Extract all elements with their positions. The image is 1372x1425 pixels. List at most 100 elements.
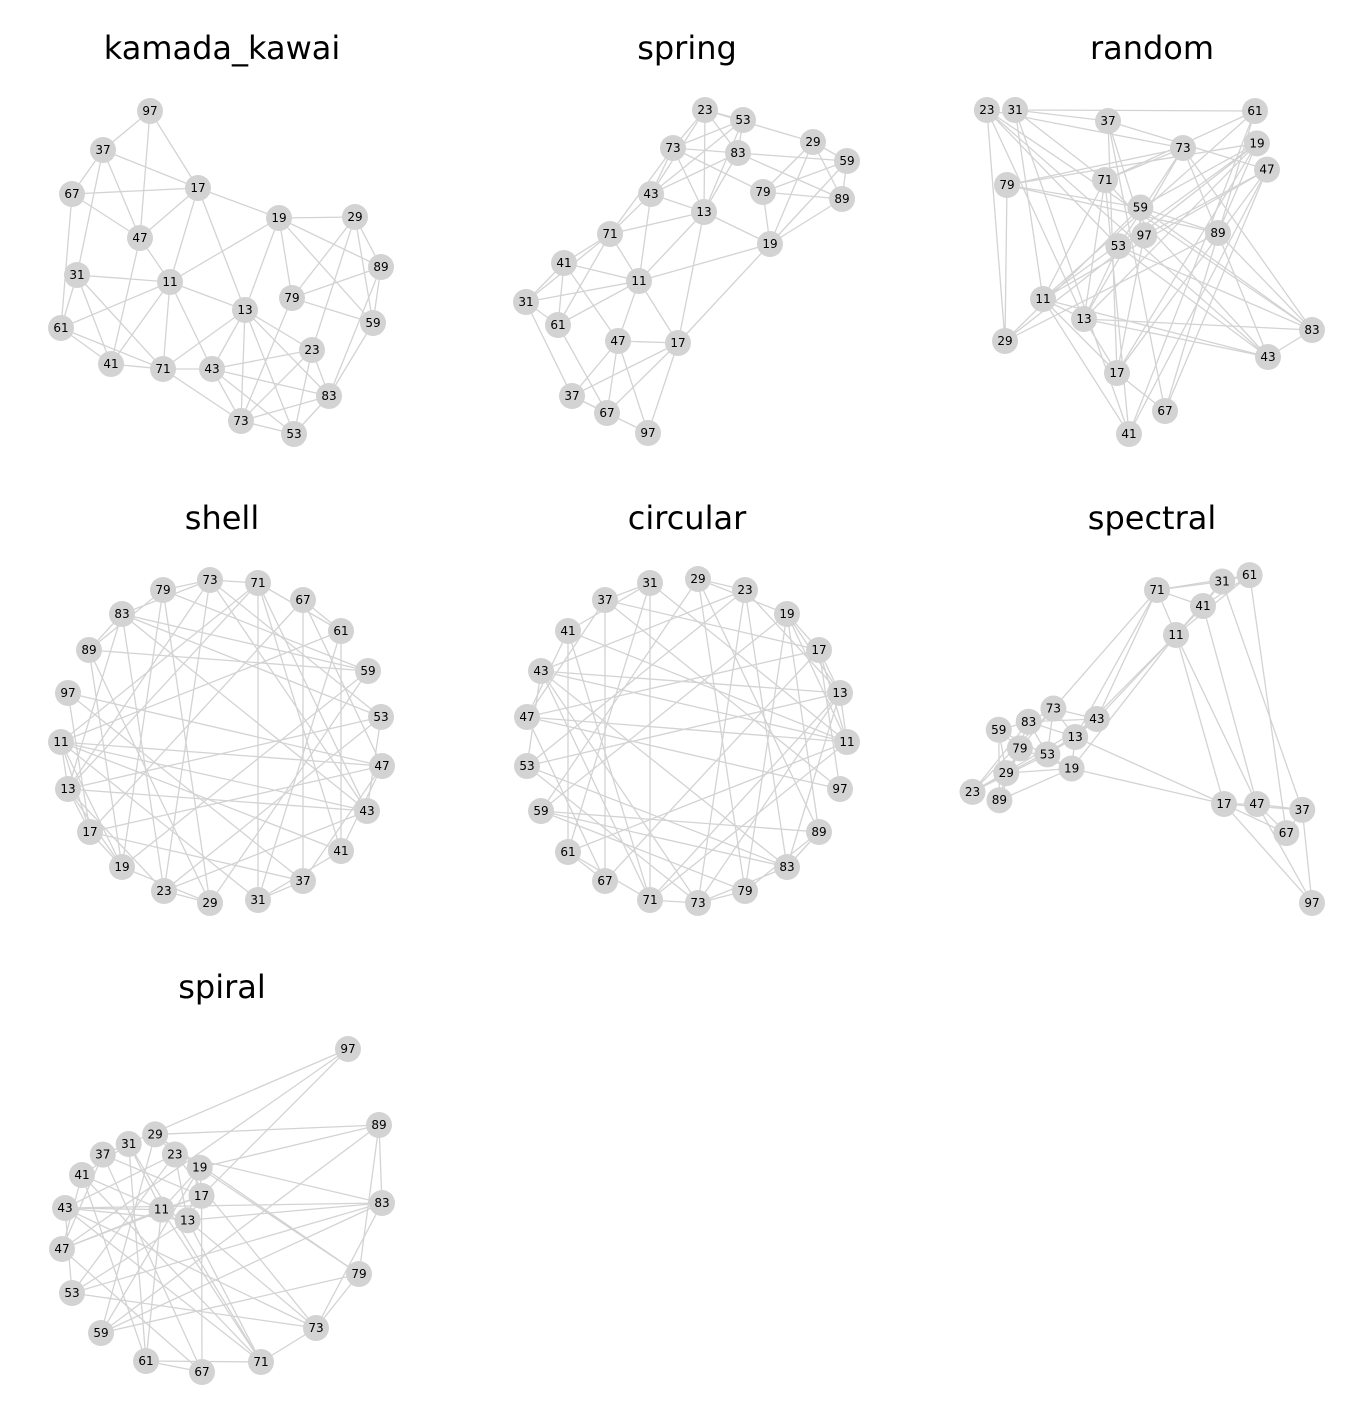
node-73: [685, 890, 711, 916]
node-23: [161, 1141, 188, 1168]
panel-spring: 1113171923293137414347535961677173798389…: [513, 97, 860, 446]
node-61: [555, 839, 581, 865]
node-41: [1190, 593, 1216, 619]
node-label-17: 17: [811, 643, 826, 657]
node-79: [994, 172, 1020, 198]
edge-61-41: [81, 1174, 147, 1362]
node-67: [1273, 820, 1300, 847]
node-41: [98, 351, 124, 377]
node-17: [806, 637, 832, 663]
node-label-13: 13: [696, 205, 711, 219]
edge-37-17: [571, 342, 679, 397]
edge-23-53: [526, 589, 746, 767]
node-label-17: 17: [1109, 366, 1124, 380]
node-73: [303, 1315, 329, 1341]
node-label-13: 13: [1076, 312, 1091, 326]
node-label-43: 43: [643, 187, 658, 201]
node-89: [829, 186, 855, 212]
edge-43-53: [1117, 245, 1269, 358]
edge-29-59: [209, 670, 369, 904]
panel-title-random: random: [1090, 29, 1214, 67]
edge-71-73: [1052, 589, 1158, 709]
edge-83-73: [1182, 147, 1313, 331]
edge-13-83: [187, 1202, 383, 1221]
edge-19-29: [769, 141, 814, 245]
node-59: [355, 658, 381, 684]
node-label-83: 83: [321, 389, 336, 403]
node-73: [197, 567, 223, 593]
edge-19-13: [1083, 142, 1258, 320]
node-17: [185, 175, 211, 201]
node-label-79: 79: [999, 178, 1014, 192]
node-47: [49, 1236, 75, 1262]
node-label-53: 53: [519, 759, 534, 773]
edge-37-67: [102, 1154, 203, 1373]
edge-89-83: [1217, 232, 1313, 331]
edge-43-83: [64, 1202, 383, 1209]
node-label-83: 83: [730, 146, 745, 160]
edge-71-43: [64, 1207, 262, 1363]
edge-79-59: [162, 589, 369, 672]
node-37: [1095, 108, 1121, 134]
node-label-67: 67: [295, 593, 310, 607]
edge-43-53: [211, 368, 295, 435]
edge-17-47: [89, 765, 383, 833]
node-label-37: 37: [295, 874, 310, 888]
edge-89-79: [1006, 184, 1219, 234]
node-23: [299, 337, 325, 363]
node-label-43: 43: [1260, 350, 1275, 364]
node-23: [973, 97, 1000, 123]
node-47: [514, 704, 540, 730]
edge-13-23: [67, 788, 165, 892]
edge-79-73: [672, 147, 764, 193]
edge-47-41: [563, 262, 619, 342]
node-label-79: 79: [155, 583, 170, 597]
node-13: [827, 680, 853, 706]
edge-47-11: [526, 716, 848, 743]
node-19: [1058, 755, 1085, 782]
node-47: [1244, 791, 1270, 817]
node-label-17: 17: [82, 825, 97, 839]
edge-13-43: [67, 788, 368, 812]
nodes-layer: [513, 97, 860, 446]
node-label-79: 79: [737, 884, 752, 898]
node-11: [834, 729, 860, 755]
edge-41-71: [1104, 179, 1130, 435]
edge-37-17: [102, 149, 199, 189]
edge-83-53: [1118, 245, 1313, 331]
node-67: [59, 181, 85, 207]
edge-47-11: [1175, 634, 1258, 805]
node-label-41: 41: [560, 624, 575, 638]
node-label-11: 11: [162, 275, 177, 289]
edge-43-23: [540, 589, 746, 672]
edge-31-61: [567, 582, 651, 853]
edge-29-79: [1004, 184, 1008, 342]
edge-11-61: [567, 741, 848, 853]
node-29: [685, 566, 711, 592]
node-label-89: 89: [371, 1118, 386, 1132]
edge-19-59: [998, 729, 1072, 770]
edge-41-71: [81, 1174, 262, 1363]
node-71: [150, 356, 176, 382]
edge-11-41: [60, 741, 342, 852]
node-label-59: 59: [533, 804, 548, 818]
node-label-71: 71: [642, 893, 657, 907]
node-97: [1299, 890, 1325, 916]
node-89: [76, 637, 102, 663]
edge-11-71: [649, 741, 848, 901]
node-label-23: 23: [156, 884, 171, 898]
node-13: [55, 776, 81, 802]
edge-31-41: [76, 274, 112, 365]
edge-37-31: [525, 301, 573, 397]
edge-43-73: [209, 579, 368, 812]
node-label-31: 31: [69, 268, 84, 282]
node-53: [730, 107, 756, 133]
node-37: [559, 383, 585, 409]
node-label-89: 89: [373, 260, 388, 274]
edge-43-23: [163, 810, 368, 892]
edge-37-31: [76, 149, 104, 276]
edge-79-59: [291, 297, 374, 324]
